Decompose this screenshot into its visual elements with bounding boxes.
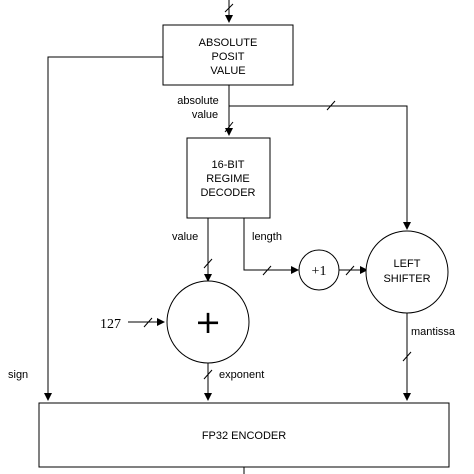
regime-decoder-label-1: 16-BIT	[211, 159, 244, 171]
adder-symbol: +	[195, 303, 222, 341]
length-bus-tick	[262, 265, 272, 276]
absolute-value-bus-tick	[224, 121, 234, 133]
absolute-posit-value-label-2: POSIT	[211, 51, 244, 63]
constant-bus-tick	[143, 317, 153, 328]
absolute-posit-value-label-1: ABSOLUTE	[199, 37, 258, 49]
absolute-posit-value-block	[162, 24, 294, 86]
shifter-input-bus-tick	[326, 100, 336, 111]
fp32-encoder-block	[38, 402, 450, 468]
regime-value-bus-tick	[203, 258, 213, 269]
fp32-encoder-label: FP32 ENCODER	[202, 430, 286, 442]
input-bus-tick	[224, 3, 234, 13]
exponent-bus-tick	[203, 369, 213, 380]
left-shifter-label-2: SHIFTER	[383, 273, 430, 285]
length-wire	[243, 218, 299, 274]
mantissa-bus-tick	[402, 351, 412, 362]
length-label: length	[252, 231, 282, 243]
shifter-input-wire	[229, 105, 411, 230]
left-shifter-label-1: LEFT	[394, 258, 421, 270]
exponent-label: exponent	[219, 369, 264, 381]
regime-decoder-block	[186, 137, 271, 219]
mantissa-label: mantissa	[411, 326, 456, 338]
absolute-value-label-1: absolute	[177, 95, 219, 107]
regime-decoder-label-2: REGIME	[206, 173, 249, 185]
absolute-value-label-2: value	[192, 109, 218, 121]
increment-symbol: +1	[312, 264, 327, 279]
absolute-posit-value-label-3: VALUE	[210, 65, 245, 77]
constant-127-label: 127	[100, 317, 121, 332]
left-shifter-circle	[365, 230, 449, 314]
sign-wire	[44, 56, 163, 401]
sign-label: sign	[8, 369, 28, 381]
regime-value-label: value	[172, 231, 198, 243]
shift-amount-bus-tick	[345, 265, 355, 276]
regime-decoder-label-3: DECODER	[200, 187, 255, 199]
